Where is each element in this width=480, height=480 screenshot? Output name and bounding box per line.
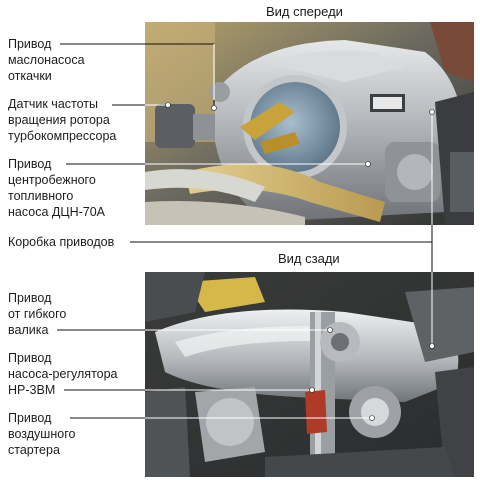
front-view-photo — [145, 22, 474, 225]
callout-accessory-gearbox: Коробка приводов — [8, 235, 115, 249]
callout-flexible-shaft-drive: Привод от гибкого валика — [8, 291, 67, 337]
rear-view-title: Вид сзади — [278, 251, 340, 266]
front-view-title: Вид спереди — [266, 4, 343, 19]
callout-oil-scavenge-pump-drive: Привод маслонасоса откачки — [8, 37, 85, 83]
callout-centrifugal-fuel-pump-drive: Привод центробежного топливного насоса Д… — [8, 157, 106, 219]
rear-view-photo — [145, 272, 474, 477]
callout-nr3vm-pump-regulator-drive: Привод насоса-регулятора НР-3ВМ — [8, 351, 118, 397]
callout-air-starter-drive: Привод воздушного стартера — [8, 411, 76, 457]
callout-turbocompressor-speed-sensor: Датчик частоты вращения ротора турбокомп… — [8, 97, 117, 143]
